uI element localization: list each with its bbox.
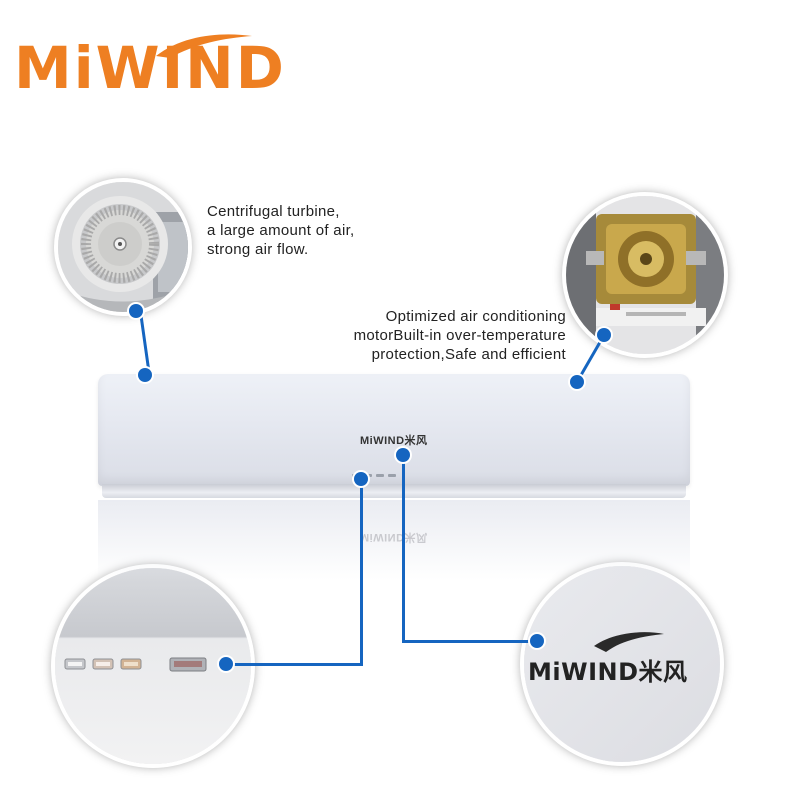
turbine-callout: Centrifugal turbine, a large amount of a…	[207, 202, 355, 259]
buttons-connector-vertical	[360, 480, 363, 666]
logo-connector-vertical	[402, 455, 405, 643]
unit-control-button	[376, 474, 384, 477]
logo-connector-horizontal	[402, 640, 537, 643]
motor-closeup	[566, 196, 724, 354]
motor-callout-line: protection,Safe and efficient	[371, 346, 566, 363]
brand-logo: MiWIND	[14, 30, 284, 100]
turbine-connector-line	[139, 311, 151, 376]
logo-circle-dot	[530, 634, 544, 648]
motor-circle-dot	[597, 328, 611, 342]
unit-reflection	[98, 500, 690, 580]
logo-unit-dot	[396, 448, 410, 462]
centrifugal-turbine-icon	[58, 182, 188, 312]
buttons-closeup	[55, 568, 251, 764]
motor-unit-dot	[570, 375, 584, 389]
motor-callout-line: motorBuilt-in over-temperature	[353, 327, 566, 344]
buttons-connector-horizontal	[226, 663, 363, 666]
air-curtain-unit	[98, 374, 690, 486]
motor-callout: Optimized air conditioning motorBuilt-in…	[300, 307, 566, 364]
logo-closeup-text: MiWIND米风	[528, 658, 688, 686]
unit-air-vent	[102, 484, 686, 498]
unit-brand-reflection: MiWIND米风	[360, 531, 428, 543]
logo-text: MiWIND	[14, 34, 286, 102]
motor-callout-line: Optimized air conditioning	[385, 308, 566, 325]
turbine-callout-line: a large amount of air,	[207, 222, 355, 239]
turbine-callout-line: strong air flow.	[207, 241, 309, 258]
buttons-unit-dot	[354, 472, 368, 486]
turbine-callout-line: Centrifugal turbine,	[207, 203, 340, 220]
unit-brand-label: MiWIND米风	[360, 435, 428, 447]
buttons-circle-dot	[219, 657, 233, 671]
unit-control-button	[364, 474, 372, 477]
turbine-closeup	[58, 182, 188, 312]
turbine-circle-dot	[129, 304, 143, 318]
unit-control-button	[388, 474, 396, 477]
turbine-unit-dot	[138, 368, 152, 382]
logo-swoosh-icon	[156, 34, 252, 58]
control-buttons-icon	[55, 568, 251, 764]
motor-icon	[566, 196, 724, 354]
logo-closeup: MiWIND米风	[524, 566, 720, 762]
logo-closeup-icon	[524, 566, 720, 762]
